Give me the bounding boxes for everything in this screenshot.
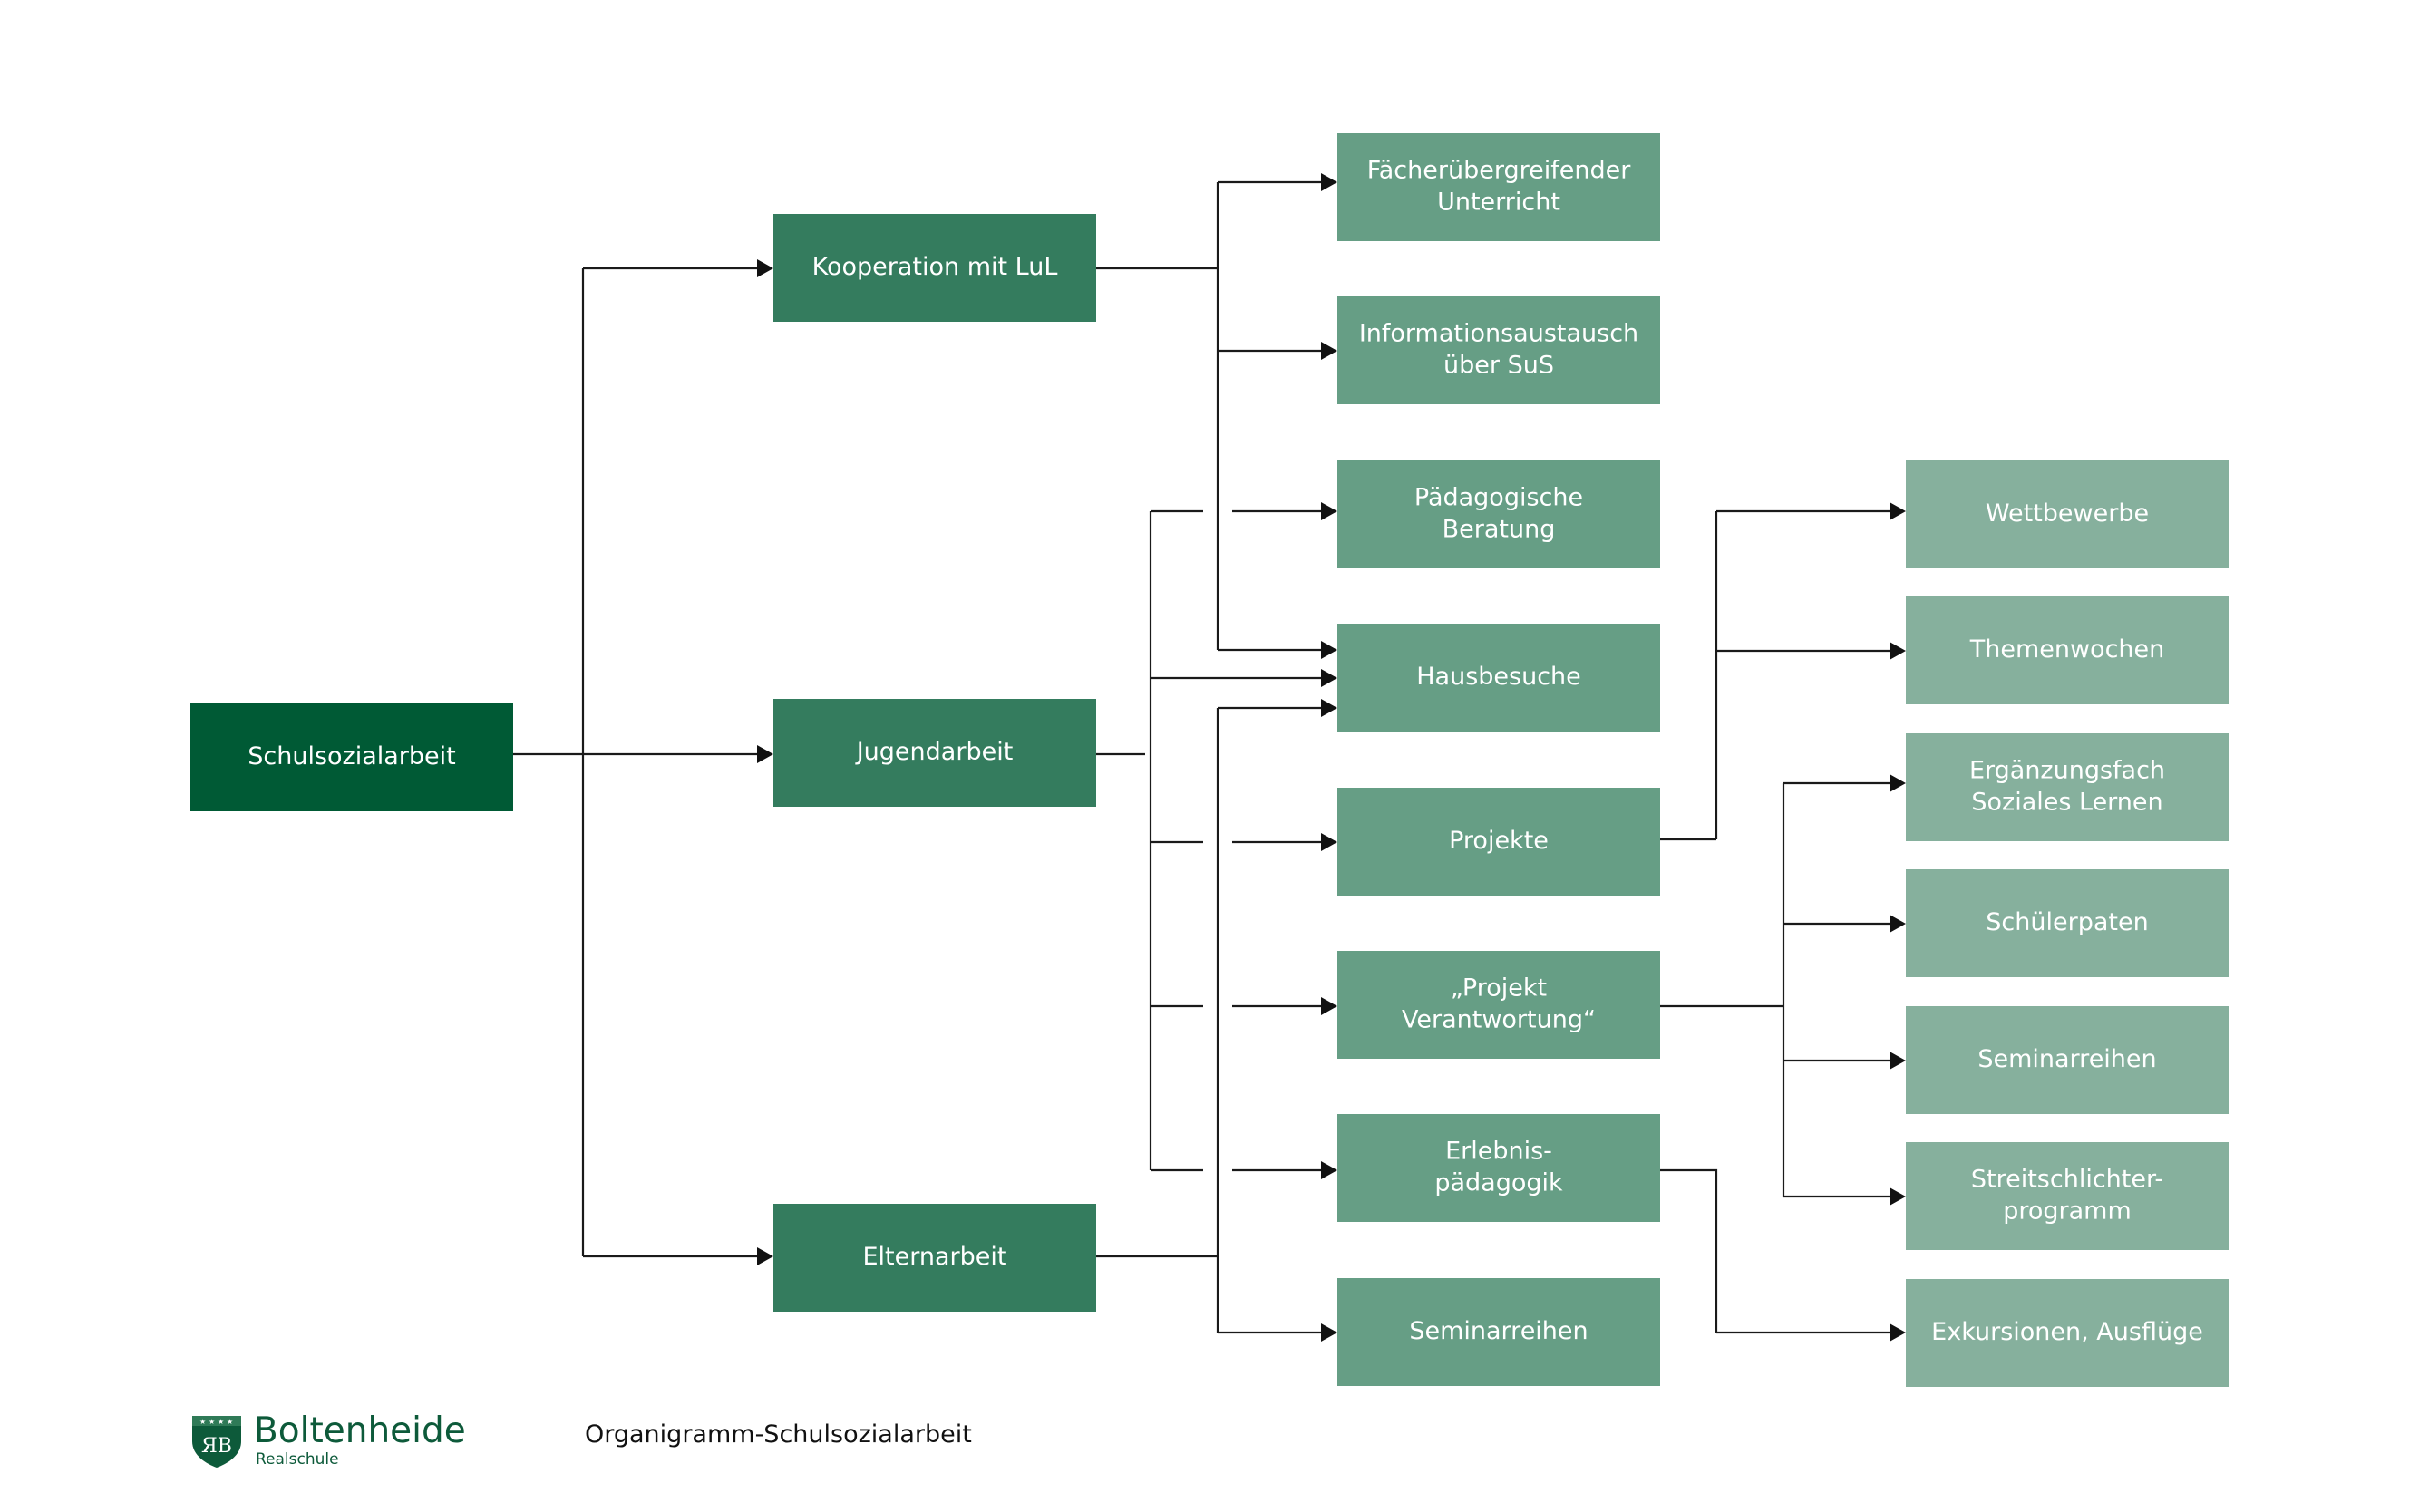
node-label: Streitschlichter- [1971,1166,2163,1194]
node-erlebnis: Erlebnis-pädagogik [1337,1114,1660,1222]
node-box [773,1204,1096,1312]
svg-text:★: ★ [209,1418,215,1426]
node-label: Elternarbeit [863,1243,1007,1271]
node-box [773,699,1096,807]
arrowhead [1321,641,1337,659]
node-box [773,214,1096,322]
node-label: Informationsaustausch [1359,320,1638,348]
arrowhead [1321,833,1337,851]
brand-subtitle: Realschule [256,1450,339,1468]
node-label: Schulsozialarbeit [248,742,456,771]
svg-text:★: ★ [227,1418,233,1426]
node-box [1906,460,2229,568]
node-wettbewerbe: Wettbewerbe [1906,460,2229,568]
node-label: über SuS [1443,352,1554,380]
arrowhead [1890,642,1906,660]
node-box [1337,951,1660,1059]
chart-caption: Organigramm-Schulsozialarbeit [585,1420,972,1449]
node-label: „Projekt [1451,974,1547,1003]
connector-line [1660,1168,1718,1333]
node-box [1906,869,2229,977]
arrowhead [1321,699,1337,717]
brand-name: Boltenheide [254,1410,466,1451]
node-seminar-right: Seminarreihen [1906,1006,2229,1114]
arrowhead [1890,915,1906,933]
arrowhead [1321,997,1337,1015]
node-box [1337,133,1660,241]
node-exkursionen: Exkursionen, Ausflüge [1906,1279,2229,1387]
arrowhead [1890,1052,1906,1070]
arrowhead [1321,1323,1337,1342]
node-jugendarbeit: Jugendarbeit [773,699,1096,807]
node-label: Schülerpaten [1986,908,2148,936]
node-elternarbeit: Elternarbeit [773,1204,1096,1312]
node-schuelerpaten: Schülerpaten [1906,869,2229,977]
svg-text:★: ★ [218,1418,224,1426]
node-label: Pädagogische [1414,484,1583,512]
arrowhead [1890,1187,1906,1206]
arrowhead [757,1247,773,1265]
node-box [1337,460,1660,568]
arrowhead [757,259,773,277]
arrowhead [1321,173,1337,191]
arrowhead [1321,669,1337,687]
node-label: Erlebnis- [1445,1138,1552,1166]
node-box [1906,1142,2229,1250]
node-label: Verantwortung“ [1402,1006,1596,1034]
arrowhead [757,745,773,763]
connector-lines [513,173,1906,1342]
school-crest-icon: ★ ★ ★ ★ ЯB [192,1416,241,1468]
node-label: pädagogik [1434,1169,1563,1197]
arrowhead [1890,774,1906,792]
node-box [190,703,513,811]
node-hausbesuche: Hausbesuche [1337,624,1660,732]
svg-text:★: ★ [199,1418,206,1426]
node-label: Seminarreihen [1977,1045,2156,1073]
node-label: Seminarreihen [1409,1317,1588,1345]
node-projekte: Projekte [1337,788,1660,896]
arrowhead [1890,1323,1906,1342]
node-label: Projekte [1449,827,1549,855]
node-kooperation: Kooperation mit LuL [773,214,1096,322]
node-box [1337,1278,1660,1386]
node-label: Ergänzungsfach [1969,757,2165,785]
svg-text:ЯB: ЯB [201,1435,232,1458]
arrowhead [1890,502,1906,520]
node-box [1906,733,2229,841]
node-box [1337,296,1660,404]
node-box [1906,1006,2229,1114]
node-box [1337,1114,1660,1222]
node-label: Fächerübergreifender [1367,157,1631,185]
node-label: programm [2003,1197,2132,1226]
node-label: Soziales Lernen [1971,789,2162,817]
node-box [1906,596,2229,704]
arrowhead [1321,1161,1337,1179]
node-box [1906,1279,2229,1387]
node-schulsozialarbeit: Schulsozialarbeit [190,703,513,811]
node-label: Hausbesuche [1416,663,1581,691]
node-label: Jugendarbeit [855,738,1014,766]
node-label: Kooperation mit LuL [812,253,1058,281]
node-info: Informationsaustausch über SuS [1337,296,1660,404]
node-label: Wettbewerbe [1986,499,2149,528]
node-themenwochen: Themenwochen [1906,596,2229,704]
node-streit: Streitschlichter-programm [1906,1142,2229,1250]
arrowhead [1321,502,1337,520]
node-label: Unterricht [1437,189,1560,217]
node-label: Exkursionen, Ausflüge [1931,1318,2203,1346]
node-label: Themenwochen [1969,635,2165,664]
arrowhead [1321,342,1337,360]
node-seminar-mid: Seminarreihen [1337,1278,1660,1386]
node-box [1337,624,1660,732]
org-boxes: Schulsozialarbeit Kooperation mit LuL Juge… [190,133,2229,1387]
node-box [1337,788,1660,896]
node-label: Beratung [1443,516,1556,544]
